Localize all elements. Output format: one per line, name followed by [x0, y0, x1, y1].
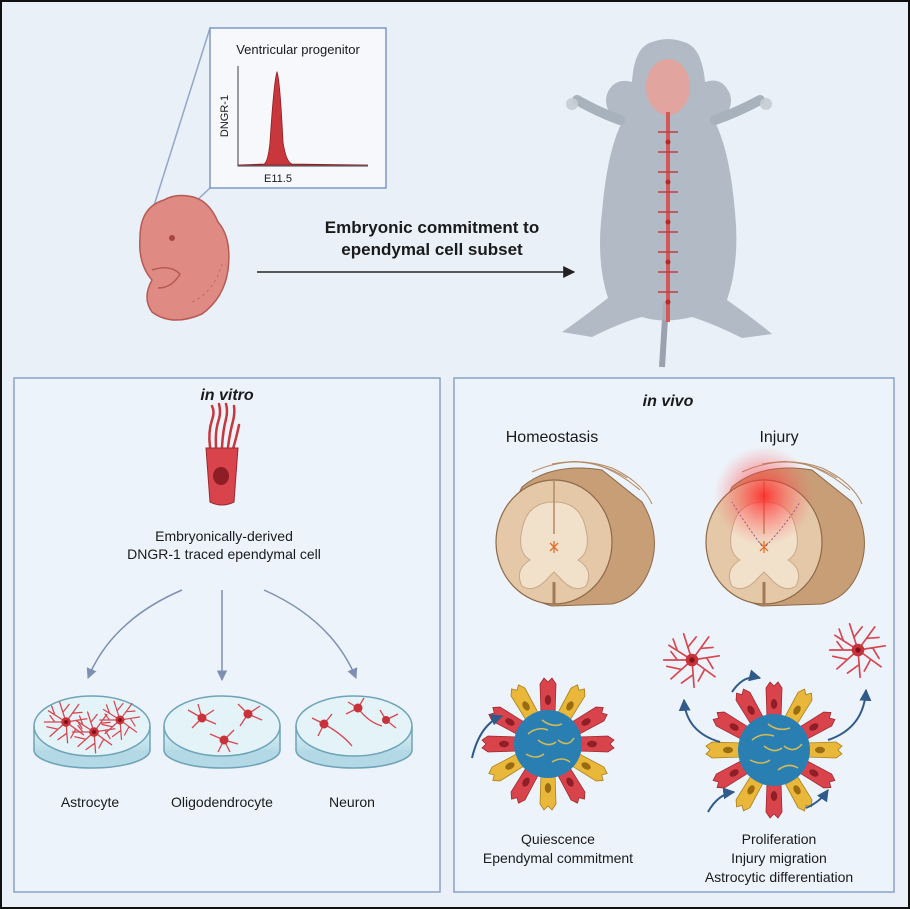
dish-oligodendrocyte — [163, 695, 281, 769]
dish-label-neuron: Neuron — [329, 794, 375, 810]
histogram-y-label: DNGR-1 — [219, 95, 231, 137]
differentiation-arrows — [86, 589, 358, 682]
mouse-illustration — [562, 39, 772, 368]
dish-label-oligodendrocyte: Oligodendrocyte — [171, 794, 273, 810]
rosette-quiescence — [471, 677, 615, 811]
dish-neuron — [295, 695, 413, 769]
column-injury: Injury — [759, 429, 798, 446]
histogram-title: Ventricular progenitor — [236, 42, 360, 57]
caption-proliferation: Proliferation — [742, 831, 817, 847]
commitment-label-line1: Embryonic commitment to — [325, 218, 539, 237]
column-homeostasis: Homeostasis — [506, 429, 598, 446]
ependymal-cell-label-line2: DNGR-1 traced ependymal cell — [127, 546, 321, 562]
in-vitro-title: in vitro — [200, 387, 254, 404]
spinal-cord-homeostasis — [494, 460, 656, 608]
dish-label-astrocyte: Astrocyte — [61, 794, 120, 810]
histogram-peak — [237, 70, 369, 166]
ependymal-cell-icon — [205, 402, 241, 506]
spinal-cord-injury — [704, 446, 866, 608]
caption-ependymal-commitment: Ependymal commitment — [483, 850, 633, 866]
dish-astrocyte — [33, 695, 151, 769]
histogram-x-label: E11.5 — [264, 173, 292, 185]
rosette-proliferation — [662, 622, 887, 819]
caption-astrocytic-differentiation: Astrocytic differentiation — [705, 869, 853, 885]
caption-injury-migration: Injury migration — [731, 850, 827, 866]
histogram-inset — [151, 27, 387, 223]
embryo-illustration — [139, 194, 230, 321]
in-vivo-title: in vivo — [643, 393, 694, 410]
commitment-label-line2: ependymal cell subset — [341, 240, 523, 259]
in-vivo-panel — [453, 377, 895, 893]
caption-quiescence: Quiescence — [521, 831, 595, 847]
injury-glow — [714, 446, 814, 546]
ependymal-cell-label-line1: Embryonically-derived — [155, 528, 293, 544]
